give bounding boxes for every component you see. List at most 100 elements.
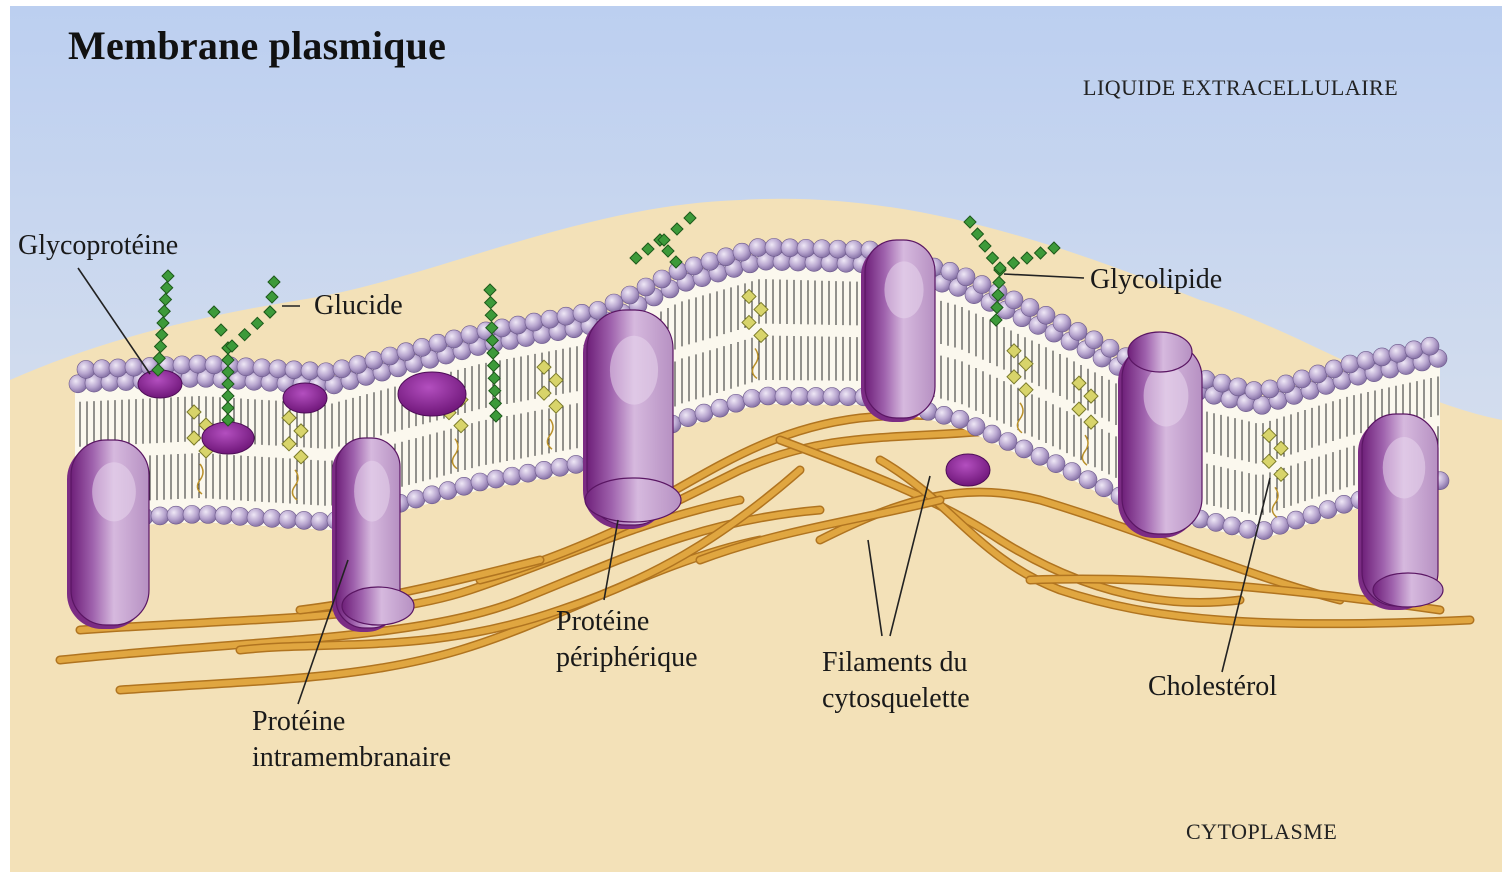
phospholipid-head <box>215 506 233 524</box>
phospholipid-head <box>813 240 831 258</box>
diagram-title: Membrane plasmique <box>68 22 446 69</box>
phospholipid-head <box>967 418 985 436</box>
peripheral-protein <box>1128 332 1192 372</box>
phospholipid-head <box>1293 370 1311 388</box>
phospholipid-head <box>93 360 111 378</box>
protein-highlight <box>92 462 136 521</box>
phospholipid-head <box>487 470 505 488</box>
phospholipid-head <box>1229 378 1247 396</box>
phospholipid-head <box>285 361 303 379</box>
intramembrane-protein <box>67 440 149 629</box>
phospholipid-head <box>829 240 847 258</box>
protein-highlight <box>354 461 390 522</box>
phospholipid-head <box>685 257 703 275</box>
label-filaments-cytosquelette: Filaments du cytosquelette <box>822 645 970 717</box>
phospholipid-head <box>695 404 713 422</box>
phospholipid-head <box>317 363 335 381</box>
phospholipid-head <box>509 316 527 334</box>
phospholipid-head <box>1079 471 1097 489</box>
label-proteine-peripherique: Protéine périphérique <box>556 604 698 676</box>
phospholipid-head <box>957 268 975 286</box>
label-cholesterol: Cholestérol <box>1148 669 1277 705</box>
label-line-2: périphérique <box>556 640 698 676</box>
phospholipid-head <box>573 304 591 322</box>
phospholipid-head <box>775 387 793 405</box>
phospholipid-head <box>1271 516 1289 534</box>
glycoprotein-knob <box>202 422 254 454</box>
phospholipid-head <box>1277 375 1295 393</box>
phospholipid-head <box>839 388 857 406</box>
phospholipid-head <box>999 432 1017 450</box>
phospholipid-head <box>727 394 745 412</box>
phospholipid-head <box>471 473 489 491</box>
phospholipid-head <box>1207 513 1225 531</box>
phospholipid-head <box>167 506 185 524</box>
phospholipid-head <box>247 508 265 526</box>
phospholipid-head <box>199 505 217 523</box>
phospholipid-head <box>1223 517 1241 535</box>
phospholipid-head <box>397 343 415 361</box>
phospholipid-head <box>951 410 969 428</box>
phospholipid-head <box>503 467 521 485</box>
phospholipid-head <box>1303 506 1321 524</box>
phospholipid-head <box>279 510 297 528</box>
phospholipid-head <box>781 239 799 257</box>
glycoprotein-knob <box>946 454 990 486</box>
phospholipid-head <box>1389 344 1407 362</box>
phospholipid-head <box>759 387 777 405</box>
phospholipid-head <box>301 362 319 380</box>
phospholipid-head <box>791 387 809 405</box>
phospholipid-head <box>1405 341 1423 359</box>
phospholipid-head <box>637 278 655 296</box>
label-glycolipide: Glycolipide <box>1090 262 1222 298</box>
phospholipid-head <box>1095 479 1113 497</box>
phospholipid-head <box>269 360 287 378</box>
phospholipid-head <box>381 347 399 365</box>
phospholipid-head <box>423 486 441 504</box>
label-line-2: intramembranaire <box>252 740 451 776</box>
phospholipid-head <box>1037 306 1055 324</box>
phospholipid-head <box>973 276 991 294</box>
phospholipid-head <box>455 477 473 495</box>
protein-highlight <box>1383 437 1426 498</box>
phospholipid-head <box>1005 291 1023 309</box>
phospholipid-head <box>429 334 447 352</box>
phospholipid-head <box>1373 348 1391 366</box>
phospholipid-head <box>413 338 431 356</box>
label-line-2: cytosquelette <box>822 681 970 717</box>
phospholipid-head <box>1047 455 1065 473</box>
phospholipid-head <box>941 262 959 280</box>
label-line-1: Protéine <box>252 704 451 740</box>
phospholipid-head <box>189 355 207 373</box>
phospholipid-head <box>621 286 639 304</box>
phospholipid-head <box>1213 374 1231 392</box>
phospholipid-head <box>407 490 425 508</box>
phospholipid-head <box>1341 355 1359 373</box>
phospholipid-head <box>1021 299 1039 317</box>
phospholipid-head <box>1287 511 1305 529</box>
phospholipid-head <box>365 351 383 369</box>
phospholipid-head <box>1245 382 1263 400</box>
phospholipid-head <box>679 409 697 427</box>
label-glycoproteine: Glycoprotéine <box>18 228 178 264</box>
phospholipid-head <box>1357 351 1375 369</box>
phospholipid-head <box>77 360 95 378</box>
phospholipid-head <box>173 356 191 374</box>
phospholipid-head <box>295 511 313 529</box>
phospholipid-head <box>1335 495 1353 513</box>
region-extracellular-label: LIQUIDE EXTRACELLULAIRE <box>1083 74 1398 102</box>
peripheral-protein <box>1373 573 1443 607</box>
phospholipid-head <box>1239 520 1257 538</box>
phospholipid-head <box>765 238 783 256</box>
phospholipid-head <box>461 326 479 344</box>
glycoprotein-knob <box>283 383 327 413</box>
label-line-1: Filaments du <box>822 645 970 681</box>
phospholipid-head <box>935 406 953 424</box>
phospholipid-head <box>535 461 553 479</box>
phospholipid-head <box>823 388 841 406</box>
phospholipid-head <box>1031 447 1049 465</box>
phospholipid-head <box>541 310 559 328</box>
phospholipid-head <box>711 399 729 417</box>
